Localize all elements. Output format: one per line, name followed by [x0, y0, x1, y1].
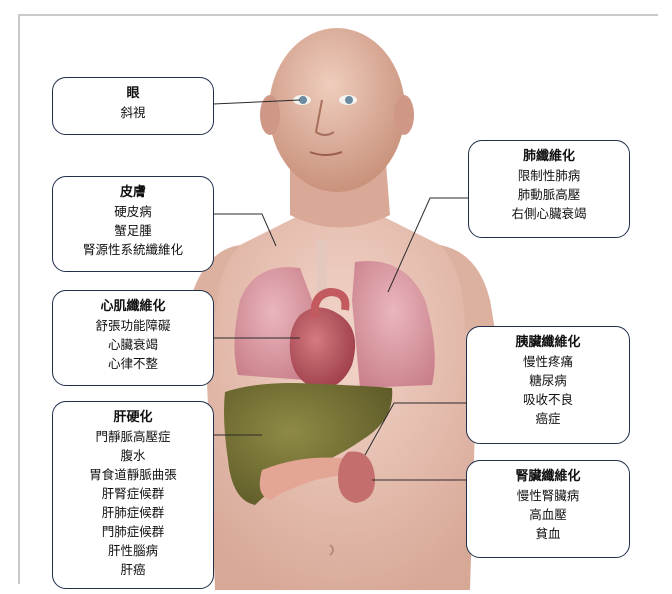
liver-title: 肝硬化 [53, 408, 213, 427]
pancreas-item: 癌症 [467, 409, 629, 428]
liver-label-box: 肝硬化 門靜脈高壓症 腹水 胃食道靜脈曲張 肝腎症候群 肝肺症候群 門肺症候群 … [52, 401, 214, 589]
pancreas-item: 糖尿病 [467, 371, 629, 390]
kidney-label-box: 腎臟纖維化 慢性腎臟病 高血壓 貧血 [466, 460, 630, 558]
skin-label-box: 皮膚 硬皮病 蟹足腫 腎源性系統纖維化 [52, 176, 214, 272]
pancreas-item: 慢性疼痛 [467, 352, 629, 371]
pancreas-title: 胰臟纖維化 [467, 333, 629, 352]
liver-item: 肝性腦病 [53, 541, 213, 560]
heart-item: 心臟衰竭 [53, 335, 213, 354]
liver-item: 肝癌 [53, 560, 213, 579]
right-ear [394, 95, 414, 135]
right-iris [345, 96, 353, 104]
liver-item: 胃食道靜脈曲張 [53, 465, 213, 484]
skin-title: 皮膚 [53, 183, 213, 202]
pancreas-label-box: 胰臟纖維化 慢性疼痛 糖尿病 吸收不良 癌症 [466, 326, 630, 444]
head [269, 28, 405, 192]
kidney-title: 腎臟纖維化 [467, 467, 629, 486]
eye-label-box: 眼 斜視 [52, 77, 214, 135]
skin-item: 蟹足腫 [53, 221, 213, 240]
liver-item: 肝肺症候群 [53, 503, 213, 522]
lung-title: 肺纖維化 [469, 147, 629, 166]
eye-item: 斜視 [53, 103, 213, 122]
lung-label-box: 肺纖維化 限制性肺病 肺動脈高壓 右側心臟衰竭 [468, 140, 630, 238]
heart-label-box: 心肌纖維化 舒張功能障礙 心臟衰竭 心律不整 [52, 290, 214, 386]
heart [290, 308, 355, 389]
liver-item: 肝腎症候群 [53, 484, 213, 503]
eye-title: 眼 [53, 84, 213, 103]
liver-item: 門肺症候群 [53, 522, 213, 541]
liver-item: 門靜脈高壓症 [53, 427, 213, 446]
kidney-item: 高血壓 [467, 505, 629, 524]
pancreas-item: 吸收不良 [467, 390, 629, 409]
heart-title: 心肌纖維化 [53, 297, 213, 316]
lung-item: 限制性肺病 [469, 166, 629, 185]
liver-item: 腹水 [53, 446, 213, 465]
heart-item: 舒張功能障礙 [53, 316, 213, 335]
kidney-item: 貧血 [467, 524, 629, 543]
lung-item: 右側心臟衰竭 [469, 204, 629, 223]
skin-item: 硬皮病 [53, 202, 213, 221]
left-iris [299, 96, 307, 104]
kidney-item: 慢性腎臟病 [467, 486, 629, 505]
heart-item: 心律不整 [53, 354, 213, 373]
skin-item: 腎源性系統纖維化 [53, 240, 213, 259]
lung-item: 肺動脈高壓 [469, 185, 629, 204]
